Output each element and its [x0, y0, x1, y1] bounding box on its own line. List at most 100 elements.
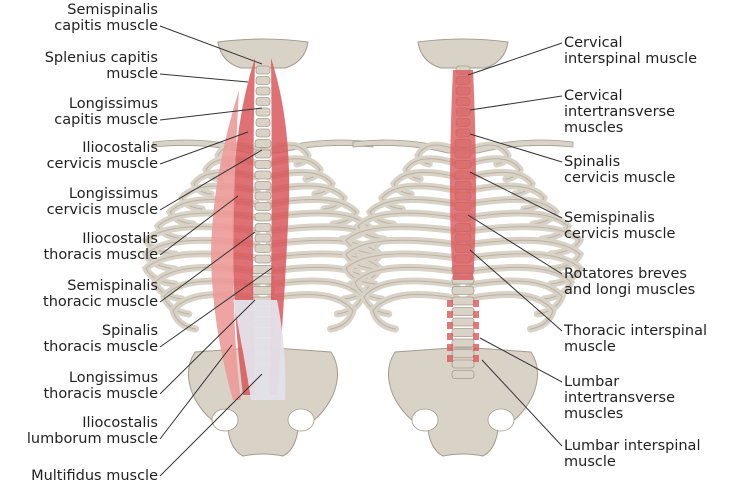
vertebra — [254, 212, 272, 222]
rib-edge — [468, 212, 569, 240]
rib-edge — [372, 294, 458, 330]
rib-edge — [468, 158, 521, 180]
vertebra — [451, 359, 475, 369]
rib-edge — [268, 199, 357, 225]
obturator-foramen — [287, 408, 315, 432]
lumbar-intertransverse-muscle — [447, 311, 453, 318]
label-iliocostalis-thoracis: Iliocostalis thoracis muscle — [43, 231, 158, 263]
rib-edge — [468, 171, 533, 195]
vertebra — [255, 86, 271, 96]
rib-edge — [357, 212, 458, 240]
vertebra — [254, 202, 272, 211]
rib-edge — [268, 171, 333, 195]
rib-edge — [268, 185, 345, 210]
vertebra — [451, 286, 475, 295]
leader-line — [467, 42, 563, 76]
leader-line — [159, 73, 249, 83]
skull-base — [417, 38, 509, 69]
leader-line — [159, 195, 239, 256]
leader-line — [159, 344, 233, 440]
vertebra — [254, 254, 272, 264]
leader-line — [159, 25, 263, 65]
leader-line — [159, 299, 256, 395]
rib-edge — [268, 294, 354, 330]
leader-line — [469, 95, 563, 111]
vertebra — [451, 296, 475, 306]
lumbar-intertransverse-muscle — [473, 300, 479, 307]
vertebra — [254, 160, 272, 169]
iliocostalis-muscle — [211, 90, 241, 400]
label-multifidus: Multifidus muscle — [31, 468, 158, 484]
leader-line — [469, 171, 563, 219]
rib-edge — [345, 226, 458, 255]
label-semispinalis-thoracic: Semispinalis thoracic muscle — [43, 278, 158, 310]
label-iliocostalis-cervicis: Iliocostalis cervicis muscle — [46, 140, 158, 172]
label-longissimus-cervicis: Longissimus cervicis muscle — [46, 186, 158, 218]
rib-edge — [468, 144, 509, 165]
label-spinalis-thoracis: Spinalis thoracis muscle — [43, 323, 158, 355]
vertebra — [255, 107, 271, 117]
erector-spinae-group — [211, 58, 290, 400]
obturator-foramen — [411, 408, 439, 432]
label-semispinalis-capitis: Semispinalis capitis muscle — [54, 2, 158, 34]
pelvis — [388, 347, 538, 457]
vertebra — [255, 97, 271, 106]
leader-line — [159, 267, 273, 348]
leader-line — [469, 133, 563, 163]
rib-edge — [381, 185, 458, 210]
label-semispinalis-cervicis: Semispinalis cervicis muscle — [564, 210, 676, 242]
vertebra — [255, 118, 271, 127]
obturator-foramen — [487, 408, 515, 432]
vertebra — [254, 149, 272, 159]
vertebra — [451, 349, 475, 358]
leader-line — [159, 231, 256, 303]
leader-line — [159, 373, 263, 477]
lumbar-intertransverse-muscle — [447, 322, 453, 329]
lumbar-intertransverse-muscle — [473, 322, 479, 329]
leader-line — [159, 107, 263, 121]
rib-edge — [405, 158, 458, 180]
lumbar-intertransverse-muscle — [473, 333, 479, 340]
label-cervical-intertransverse: Cervical intertransverse muscles — [564, 88, 676, 136]
pelvis — [188, 347, 338, 457]
rib-edge — [345, 239, 458, 270]
rib-edge — [369, 199, 458, 225]
lumbar-intertransverse-muscle — [447, 333, 453, 340]
vertebra — [255, 128, 271, 138]
lumbar-intertransverse-muscle — [473, 344, 479, 351]
label-lumbar-interspinal: Lumbar interspinal muscle — [564, 438, 701, 470]
rib-edge — [468, 294, 554, 330]
lumbar-intertransverse-muscle — [447, 344, 453, 351]
vertebra — [254, 244, 272, 253]
vertebra — [254, 191, 272, 201]
label-cervical-interspinal: Cervical interspinal muscle — [564, 35, 698, 67]
rib-edge — [468, 199, 557, 225]
leader-line — [481, 359, 563, 447]
rib-edge — [468, 239, 581, 270]
label-longissimus-capitis: Longissimus capitis muscle — [54, 96, 158, 128]
lumbar-intertransverse-muscle — [473, 355, 479, 362]
vertebra — [254, 170, 272, 180]
vertebra — [254, 223, 272, 232]
vertebra — [451, 338, 475, 348]
vertebra — [254, 139, 272, 148]
label-lumbar-intertransverse: Lumbar intertransverse muscles — [564, 374, 676, 422]
label-spinalis-cervicis: Spinalis cervicis muscle — [564, 154, 676, 186]
vertebra — [254, 233, 272, 243]
vertebra — [255, 76, 271, 85]
label-longissimus-thoracis: Longissimus thoracis muscle — [43, 370, 158, 402]
vertebra — [451, 370, 475, 379]
rib-edge — [417, 144, 458, 165]
vertebra — [251, 286, 275, 295]
rib-edge — [268, 158, 321, 180]
rib-edge — [468, 226, 581, 255]
vertebra — [255, 65, 271, 75]
leader-line — [159, 131, 249, 165]
vertebra — [451, 328, 475, 337]
rib-edge — [393, 171, 458, 195]
transversospinalis-muscle — [450, 70, 476, 280]
label-iliocostalis-lumborum: Iliocostalis lumborum muscle — [26, 415, 158, 447]
leader-lines — [159, 25, 563, 477]
